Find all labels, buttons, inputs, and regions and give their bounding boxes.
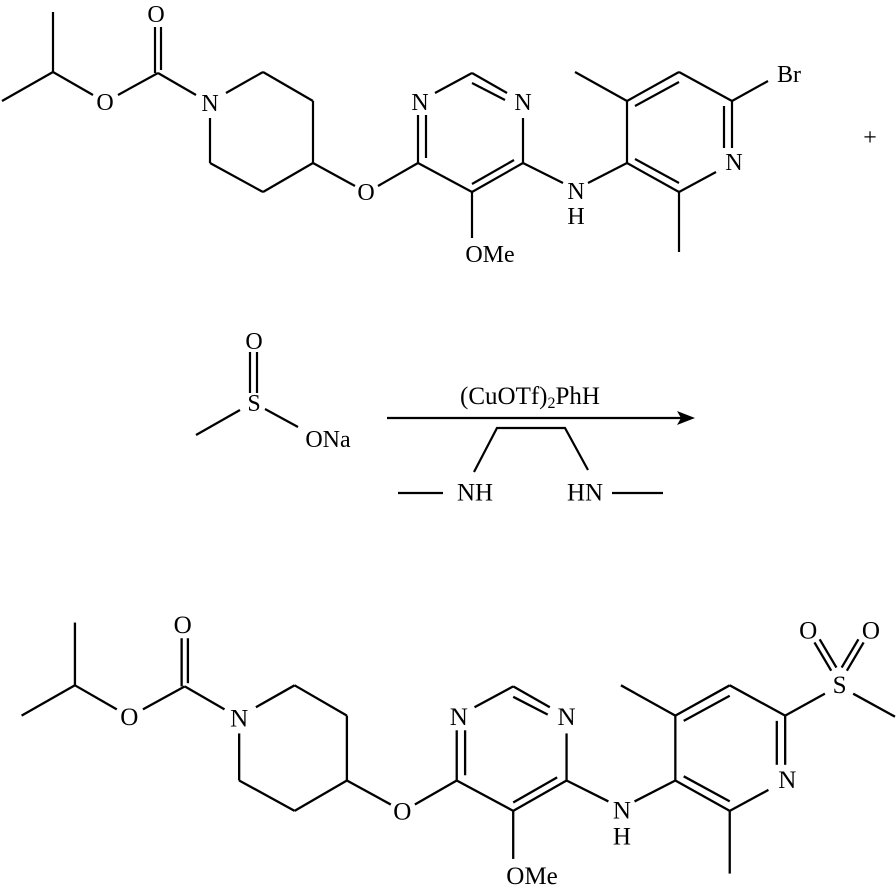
carbonyl-oxygen-label: O xyxy=(174,612,192,639)
bond xyxy=(295,780,347,810)
pyrimidine-n3-label: N xyxy=(514,90,531,116)
bond xyxy=(853,694,895,717)
product-sulfone: O O N O N N N H OMe N S O O xyxy=(22,612,895,885)
reactant-aryl-bromide: O O N O N N N H OMe N Br xyxy=(2,2,801,268)
bond xyxy=(347,780,391,804)
bond xyxy=(523,163,563,183)
bond xyxy=(263,72,313,101)
ligand-left-amine-label: NH xyxy=(457,480,493,507)
bromine-label: Br xyxy=(777,62,801,88)
bond xyxy=(265,409,298,427)
bond xyxy=(472,73,507,93)
bond xyxy=(295,685,347,715)
bonds xyxy=(2,12,768,252)
pyridine-nitrogen-label: N xyxy=(778,767,796,794)
pyrimidine-n1-label: N xyxy=(411,90,428,116)
bond xyxy=(679,172,716,192)
ether-oxygen-label: O xyxy=(393,798,411,825)
bond xyxy=(457,780,513,810)
bond xyxy=(118,73,158,95)
bond xyxy=(513,686,550,707)
bond xyxy=(575,72,627,101)
methoxy-label: OMe xyxy=(465,242,514,268)
bond xyxy=(158,73,196,95)
amine-nitrogen-label: N xyxy=(613,797,631,824)
bond xyxy=(635,780,676,801)
reactant-sulfinate: O S ONa xyxy=(196,329,351,453)
bond xyxy=(732,81,768,101)
methoxy-label: OMe xyxy=(506,863,558,885)
reaction-arrow xyxy=(387,411,695,425)
sulfur-label: S xyxy=(833,672,847,699)
bond xyxy=(210,163,263,192)
bond xyxy=(378,163,418,186)
diamine-ligand: NH HN xyxy=(398,428,663,507)
sulfinyl-oxygen-label: O xyxy=(245,329,262,355)
bond xyxy=(513,697,548,715)
bond xyxy=(785,694,825,716)
catalyst-suffix: PhH xyxy=(556,383,600,410)
bond xyxy=(196,410,240,435)
bond xyxy=(475,686,514,707)
pyrimidine-n3-label: N xyxy=(557,704,575,731)
bond xyxy=(256,685,295,707)
bond xyxy=(313,163,355,186)
ligand-right-amine-label: HN xyxy=(567,480,603,507)
pyrimidine-n1-label: N xyxy=(450,704,468,731)
bond xyxy=(239,780,294,810)
piperidine-nitrogen-label: N xyxy=(201,91,218,117)
bond xyxy=(474,428,588,472)
bond xyxy=(472,163,523,192)
bond xyxy=(435,73,472,93)
amine-hydrogen-label: H xyxy=(613,823,631,850)
ester-oxygen-label: O xyxy=(120,704,138,731)
ester-oxygen-label: O xyxy=(96,90,113,116)
sodium-oxide-label: ONa xyxy=(305,427,351,453)
bond xyxy=(185,686,225,709)
catalyst-prefix: (CuOTf) xyxy=(460,383,547,410)
bond xyxy=(22,685,75,715)
bond xyxy=(53,72,93,95)
ether-oxygen-label: O xyxy=(357,180,374,206)
bond xyxy=(75,685,117,709)
bonds xyxy=(22,623,895,874)
bond xyxy=(2,72,53,101)
pyridine-nitrogen-label: N xyxy=(725,150,742,176)
bond xyxy=(472,83,505,100)
bond xyxy=(513,780,566,810)
bond xyxy=(415,780,457,804)
bond xyxy=(567,780,609,801)
bond xyxy=(143,686,185,709)
bond xyxy=(263,163,313,192)
bond xyxy=(730,790,769,811)
bond xyxy=(679,72,732,101)
carbonyl-oxygen-label: O xyxy=(147,2,164,28)
catalyst-subscript: 2 xyxy=(548,395,556,412)
amine-hydrogen-label: H xyxy=(567,204,584,230)
bond xyxy=(621,685,675,715)
bond xyxy=(730,685,785,715)
bond xyxy=(226,72,263,93)
bond xyxy=(418,163,472,192)
sulfur-label: S xyxy=(247,391,260,417)
sulfonyl-oxygen-2-label: O xyxy=(862,617,880,644)
sulfonyl-oxygen-1-label: O xyxy=(799,617,817,644)
amine-nitrogen-label: N xyxy=(567,179,584,205)
piperidine-nitrogen-label: N xyxy=(230,705,248,732)
catalyst-label: (CuOTf)2PhH xyxy=(460,383,600,412)
bond xyxy=(588,163,627,183)
plus-sign: + xyxy=(863,125,877,151)
